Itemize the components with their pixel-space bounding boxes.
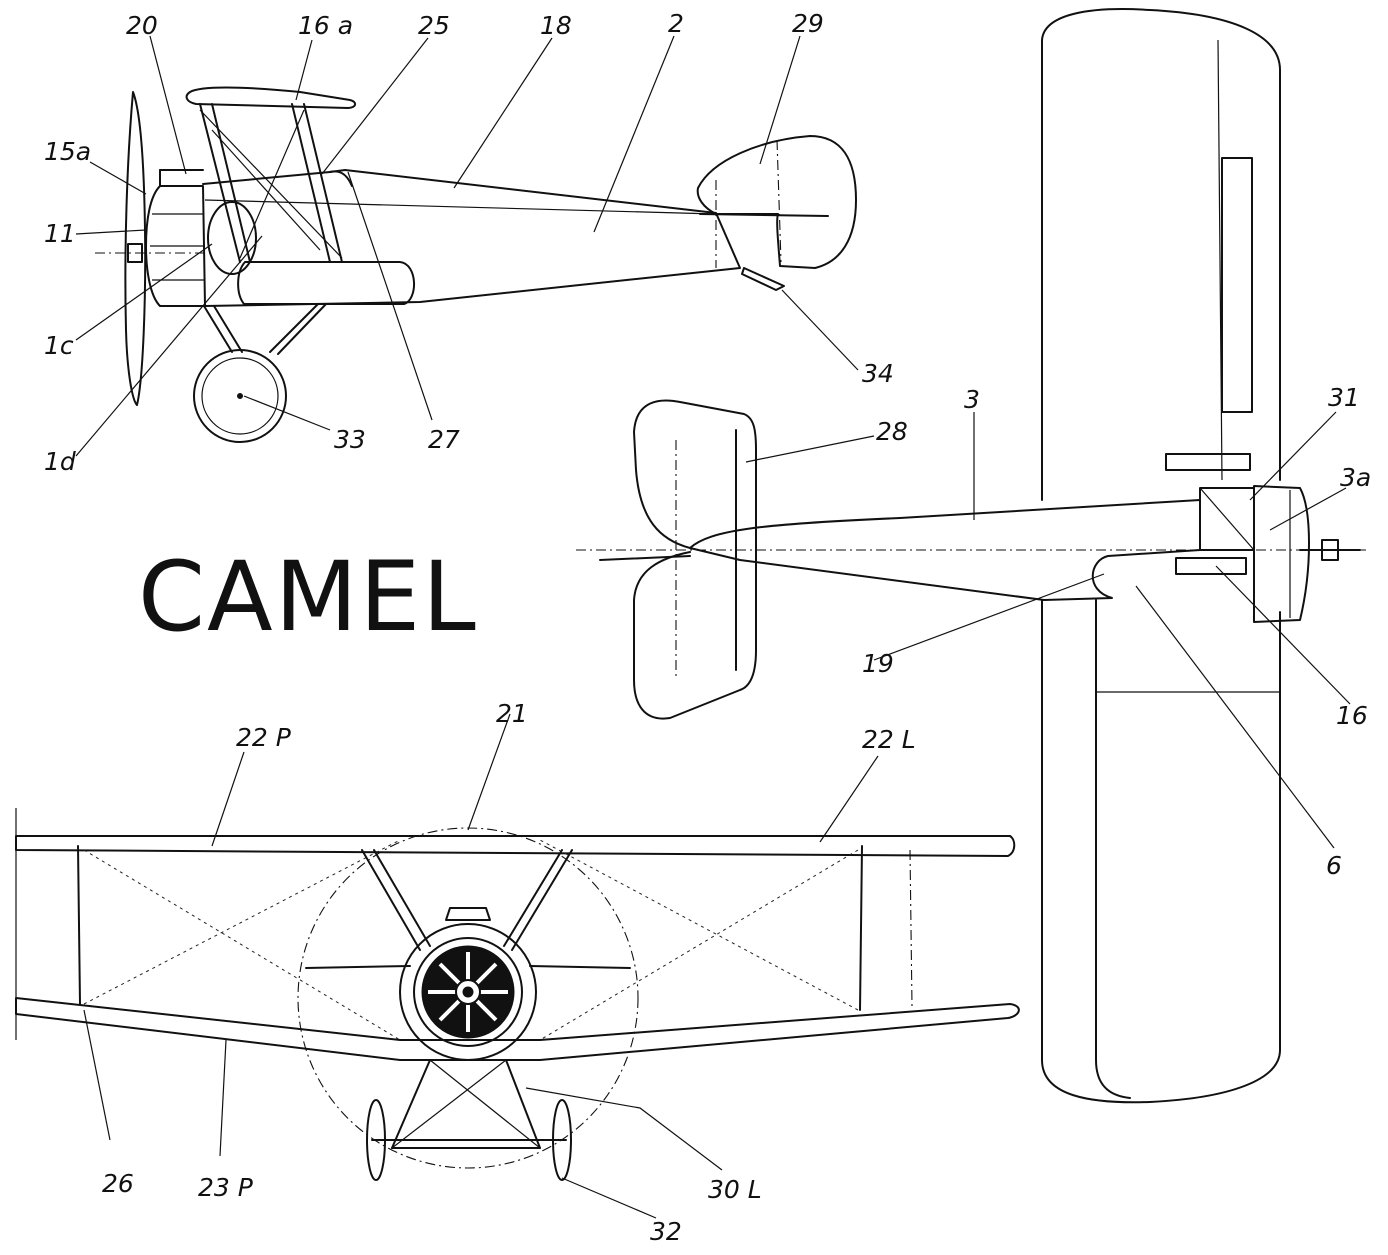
side-upper-wing (185, 86, 356, 109)
callout-32: 32 (650, 1217, 682, 1246)
callout-15a: 15a (44, 137, 91, 166)
plan-tailplane (633, 399, 757, 720)
drawing-title: CAMEL (138, 541, 478, 653)
front-engine-cowl (399, 923, 537, 1061)
plan-engine (1253, 485, 1310, 623)
leader-lines (75, 35, 1351, 1219)
side-fuselage (202, 169, 741, 307)
callout-11: 11 (44, 219, 76, 248)
callout-3: 3 (964, 385, 980, 414)
side-lower-wing (237, 261, 416, 305)
callout-18: 18 (540, 11, 572, 40)
callout-28: 28 (876, 417, 908, 446)
side-cowling (145, 185, 206, 307)
plan-guns (1165, 453, 1251, 471)
callout-20: 20 (126, 11, 158, 40)
callout-1c: 1c (44, 331, 74, 360)
callout-22p: 22 P (236, 723, 292, 752)
callout-21: 21 (496, 699, 528, 728)
side-propeller (124, 91, 147, 406)
callout-16a: 16 a (298, 11, 353, 40)
callout-25: 25 (418, 11, 450, 40)
front-wheel-right (552, 1099, 572, 1181)
side-wheel (193, 349, 287, 443)
callout-33: 33 (334, 425, 366, 454)
plan-upper-wing-top (1041, 8, 1281, 501)
front-wheel-left (366, 1099, 386, 1181)
front-upper-wing (15, 835, 1016, 857)
front-gun-breech (445, 907, 491, 921)
callout-19: 19 (862, 649, 894, 678)
callout-3a: 3a (1340, 463, 1371, 492)
front-lower-wing (15, 997, 1020, 1061)
side-tail-skid (741, 267, 785, 291)
callout-30l: 30 L (708, 1175, 762, 1204)
callout-16: 16 (1336, 701, 1368, 730)
callout-6: 6 (1326, 851, 1342, 880)
side-prop-hub (127, 243, 143, 263)
callout-34: 34 (862, 359, 894, 388)
front-propeller-disc (297, 827, 639, 1169)
side-fin-rudder (696, 135, 857, 269)
side-view (95, 86, 857, 443)
callout-29: 29 (792, 9, 824, 38)
callout-26: 26 (102, 1169, 134, 1198)
plan-lower-wing-bottom (1041, 599, 1281, 1104)
plan-fuselage (689, 499, 1201, 601)
callout-1d: 1d (44, 447, 76, 476)
callout-2: 2 (668, 9, 684, 38)
callout-22l: 22 L (862, 725, 916, 754)
callout-27: 27 (428, 425, 460, 454)
front-view (15, 808, 1020, 1181)
plan-view (576, 8, 1366, 1104)
callout-labels: 20 16 a 25 18 2 29 15a 11 1c 1d 33 27 34… (44, 9, 1371, 1246)
callout-23p: 23 P (198, 1173, 254, 1202)
plan-aileron (1221, 157, 1253, 413)
callout-31: 31 (1328, 383, 1360, 412)
